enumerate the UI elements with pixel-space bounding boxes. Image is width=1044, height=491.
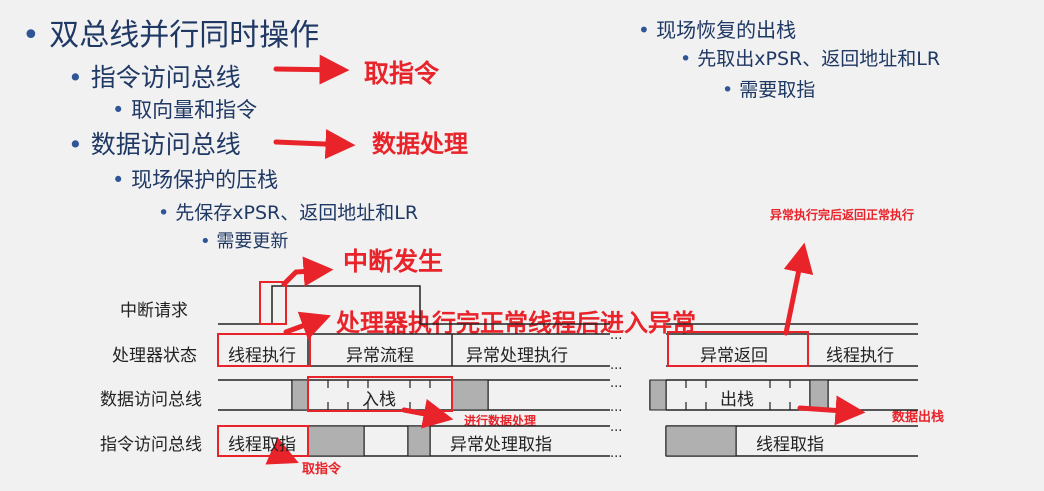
fetch-vec-text: 取向量和指令 <box>131 98 258 122</box>
irq-occurs-annotation: 中断发生 <box>343 247 444 276</box>
arrow-data-pop <box>797 395 866 426</box>
pop-first-bullet: • 先取出xPSR、返回地址和LR <box>680 48 941 70</box>
data-bus-text: 数据访问总线 <box>90 130 241 159</box>
cell-exc-return: 异常返回 <box>700 346 768 366</box>
ellipsis-3: ... <box>610 376 623 391</box>
push-bullet: • 现场保护的压栈 <box>112 168 279 192</box>
exc-return-highlight-box <box>667 331 809 367</box>
cell-thread-exec: 线程执行 <box>228 346 296 366</box>
irq-waveform <box>218 285 610 325</box>
cell-exc-handler-fetch: 异常处理取指 <box>450 435 552 455</box>
cell-push-stack: 入栈 <box>362 390 396 410</box>
push-first-text: 先保存xPSR、返回地址和LR <box>175 202 419 224</box>
need-update-text: 需要更新 <box>216 231 289 252</box>
arrow-data-process-small <box>401 399 454 429</box>
instr-idle-block-1 <box>307 425 365 457</box>
row-label-instr: 指令访问总线 <box>100 435 202 455</box>
data-idle-block-4 <box>809 379 829 411</box>
return-normal-annotation: 异常执行完后返回正常执行 <box>770 208 915 222</box>
ellipsis-6: ... <box>610 446 623 461</box>
ellipsis-2: ... <box>610 358 623 373</box>
data-pop-annotation: 数据出栈 <box>892 410 945 425</box>
row-label-data: 数据访问总线 <box>100 390 202 410</box>
enter-exception-annotation: 处理器执行完正常线程后进入异常 <box>336 309 696 337</box>
ellipsis-1: ... <box>610 328 623 343</box>
instr-bus-bullet: • 指令访问总线 <box>68 63 241 92</box>
ellipsis-4: ... <box>610 400 623 415</box>
need-fetch-bullet: • 需要取指 <box>722 79 816 101</box>
fetch-vec-bullet: • 取向量和指令 <box>112 98 258 122</box>
instr-idle-block-3 <box>665 425 737 457</box>
pop-first-text: 先取出xPSR、返回地址和LR <box>697 48 941 70</box>
thread-fetch-highlight-box <box>217 425 309 457</box>
fetch-instr-small-annotation: 取指令 <box>302 462 342 477</box>
fetch-instr-annotation: 取指令 <box>364 59 440 88</box>
need-update-bullet: • 需要更新 <box>200 231 289 252</box>
arrow-instr-bus <box>273 54 350 85</box>
cell-exc-handler-exec: 异常处理执行 <box>466 346 568 366</box>
arrow-irq <box>281 256 334 287</box>
push-first-bullet: • 先保存xPSR、返回地址和LR <box>158 202 419 224</box>
pop-bullet: • 现场恢复的出栈 <box>638 18 797 42</box>
instr-idle-block-2 <box>407 425 431 457</box>
title-text: 双总线并行同时操作 <box>49 18 320 53</box>
irq-highlight-box <box>259 281 287 325</box>
data-bus-bullet: • 数据访问总线 <box>68 130 241 159</box>
arrow-data-bus <box>273 129 356 160</box>
title-bullet: • 双总线并行同时操作 <box>22 18 320 53</box>
cell-thread-fetch-2: 线程取指 <box>756 435 824 455</box>
arrow-return-normal <box>783 242 814 336</box>
pop-text: 现场恢复的出栈 <box>656 18 797 42</box>
arrow-fetch-instr-small <box>265 437 299 465</box>
thread-exec-highlight-box <box>217 333 311 367</box>
row-label-irq: 中断请求 <box>120 301 188 321</box>
cell-pop-stack: 出栈 <box>720 390 754 410</box>
cell-thread-fetch: 线程取指 <box>228 435 296 455</box>
data-idle-block-2 <box>451 379 489 411</box>
data-idle-block-1 <box>291 379 309 411</box>
row-label-state: 处理器状态 <box>112 346 197 366</box>
arrow-enter-exception <box>283 311 332 340</box>
need-fetch-text: 需要取指 <box>739 79 816 101</box>
data-idle-block-3 <box>649 379 667 411</box>
data-process-annotation: 数据处理 <box>372 130 468 158</box>
ellipsis-5: ... <box>610 420 623 435</box>
push-stack-highlight-box <box>307 376 453 412</box>
instr-bus-text: 指令访问总线 <box>90 63 241 92</box>
cell-thread-exec-2: 线程执行 <box>826 346 894 366</box>
data-process-small-annotation: 进行数据处理 <box>464 414 537 428</box>
push-text: 现场保护的压栈 <box>131 168 279 192</box>
cell-exc-flow: 异常流程 <box>346 346 414 366</box>
